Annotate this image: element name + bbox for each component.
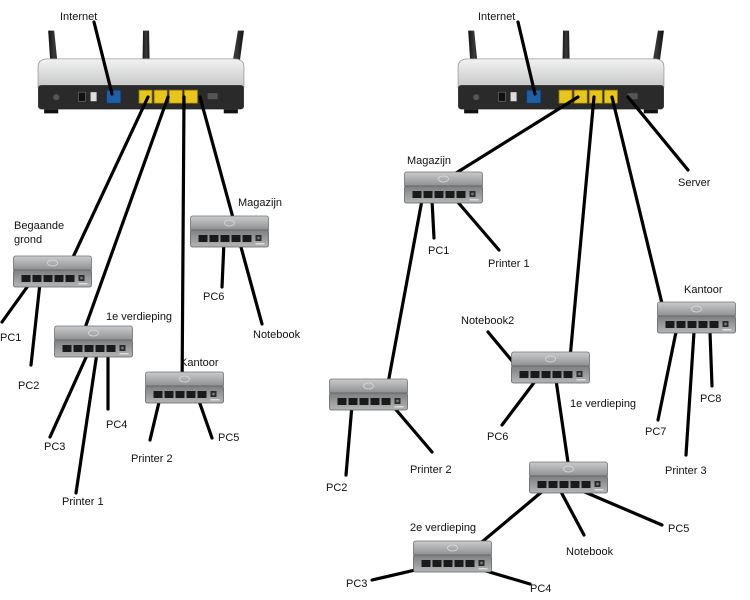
cable-printer1: [74, 351, 99, 495]
label-pc3-right: PC3: [346, 578, 367, 590]
cable-pc5-right: [578, 488, 664, 527]
switch-1e-verdieping-right: [510, 351, 591, 384]
label-pc2-right: PC2: [326, 482, 347, 494]
label-pc7: PC7: [645, 426, 666, 438]
label-magazijn-left: Magazijn: [238, 197, 282, 209]
switch-notebook-pc5: [528, 461, 609, 494]
cable-router-kantoor: [180, 95, 186, 400]
label-begaande: Begaande: [14, 220, 64, 232]
router-left: [37, 30, 245, 114]
label-notebook-right: Notebook: [566, 546, 614, 558]
switch-kantoor-right: [656, 301, 737, 334]
label-pc1-left: PC1: [0, 332, 21, 344]
label-1e-verdieping-left: 1e verdieping: [106, 311, 172, 323]
label-printer1-right: Printer 1: [488, 258, 530, 270]
label-internet-right: Internet: [478, 11, 515, 23]
label-server: Server: [678, 177, 711, 189]
label-magazijn-right: Magazijn: [407, 155, 451, 167]
label-printer2-left: Printer 2: [131, 453, 173, 465]
cable-pc5: [196, 396, 214, 440]
right-network: Internet Magazijn Server PC1 Printer 1 K…: [326, 11, 737, 595]
label-kantoor-right: Kantoor: [684, 284, 723, 296]
cable-pc1: [0, 281, 32, 324]
cable-printer2-right: [390, 403, 434, 454]
cable-router-notebook: [198, 95, 264, 326]
label-printer3: Printer 3: [665, 465, 707, 477]
cable-printer3: [684, 330, 696, 457]
label-1e-verdieping-right: 1e verdieping: [570, 398, 636, 410]
label-grond: grond: [14, 234, 42, 246]
label-notebook-left: Notebook: [253, 329, 301, 341]
label-pc5-left: PC5: [218, 432, 239, 444]
cable-pc2-right: [344, 403, 354, 477]
cable-router-1e-verdieping: [566, 95, 596, 382]
cable-internet: [92, 20, 114, 96]
label-notebook2: Notebook2: [461, 315, 514, 327]
cable-printer2: [148, 396, 162, 442]
cable-router-kantoor: [610, 95, 668, 322]
cable-magazijn-pc6: [220, 240, 226, 289]
switch-magazijn-left: [189, 215, 270, 248]
cable-magazijn-left-switch: [382, 198, 424, 407]
cable-notebook-right: [558, 488, 586, 537]
switch-2e-verdieping: [412, 540, 493, 573]
left-cables: [0, 20, 264, 495]
label-internet-left: Internet: [60, 11, 97, 23]
label-kantoor-left: Kantoor: [180, 357, 219, 369]
cable-router-1e-verdieping: [74, 95, 170, 355]
switch-1e-verdieping-left: [53, 325, 134, 358]
label-pc6-left: PC6: [203, 291, 224, 303]
switch-unlabeled-right: [328, 378, 409, 411]
label-pc4-right: PC4: [530, 583, 551, 595]
left-network: Internet Begaande grond Magazijn 1e verd…: [0, 11, 301, 508]
label-printer1-left: Printer 1: [62, 496, 104, 508]
label-2e-verdieping: 2e verdieping: [410, 522, 476, 534]
switch-magazijn-right: [403, 171, 484, 204]
right-cables: [344, 20, 714, 586]
cable-pc1-right: [430, 198, 436, 240]
label-printer2-right: Printer 2: [410, 464, 452, 476]
switch-begaande-grond: [12, 255, 93, 288]
cable-pc2: [29, 281, 42, 367]
label-pc2-left: PC2: [18, 380, 39, 392]
label-pc5-right: PC5: [668, 523, 689, 535]
label-pc8: PC8: [700, 393, 721, 405]
cable-pc3: [48, 351, 90, 439]
cable-printer1-right: [454, 198, 501, 252]
cable-pc7: [656, 330, 678, 422]
label-pc3-left: PC3: [44, 441, 65, 453]
label-pc4-left: PC4: [106, 419, 127, 431]
cable-pc8: [708, 330, 714, 388]
cable-pc6-right: [500, 378, 538, 427]
cable-router-server: [626, 95, 690, 172]
label-pc6-right: PC6: [487, 431, 508, 443]
cable-internet-right: [516, 20, 537, 96]
cable-router-begaande-grond: [58, 95, 150, 287]
switch-kantoor-left: [144, 371, 225, 404]
label-pc1-right: PC1: [428, 245, 449, 257]
